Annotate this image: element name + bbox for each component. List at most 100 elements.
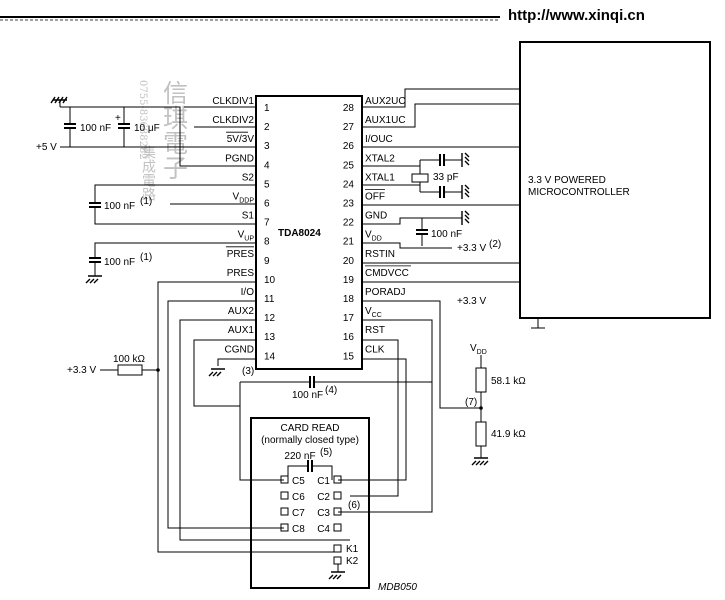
svg-text:(5): (5) <box>320 447 332 458</box>
pin-number-22: 22 <box>343 218 355 229</box>
pin-label-26: I/OUC <box>365 134 393 145</box>
pin-number-1: 1 <box>264 103 270 114</box>
pin-number-13: 13 <box>264 332 276 343</box>
card-reader: CARD READ (normally closed type) 220 nF … <box>250 417 417 593</box>
pin-label-16: RST <box>365 325 385 336</box>
contact-label-c1: C1 <box>317 476 330 487</box>
plus33-vdd-label: +3.3 V <box>457 243 487 254</box>
pin-label-12: AUX2 <box>228 306 255 317</box>
contact-pad-c6 <box>280 491 289 500</box>
figure-code: MDB050 <box>378 582 417 593</box>
pin-label-23: OFF <box>365 192 385 203</box>
micro-bus-wires <box>184 88 520 302</box>
contact-label-c5: C5 <box>292 476 305 487</box>
pin-number-28: 28 <box>343 103 355 114</box>
pin-label-3: 5V/3V <box>227 134 255 145</box>
contact-label-c7: C7 <box>292 508 305 519</box>
c-vdd-label: 100 nF <box>431 229 462 240</box>
pin-number-17: 17 <box>343 313 355 324</box>
pin-number-8: 8 <box>264 237 270 248</box>
svg-text:(6): (6) <box>348 500 360 511</box>
pin-label-7: S1 <box>242 211 255 222</box>
svg-text:+: + <box>115 113 121 124</box>
watermark-phone: 0755-83688282 <box>137 80 148 160</box>
pin-label-6: VDDP <box>233 192 255 205</box>
header-url: http://www.xinqi.cn <box>508 7 645 24</box>
pin-number-18: 18 <box>343 294 355 305</box>
contact-pad-c2 <box>333 491 342 500</box>
svg-text:(1): (1) <box>140 252 152 263</box>
svg-text:K2: K2 <box>346 556 359 567</box>
pin-label-2: CLKDIV2 <box>212 115 254 126</box>
pin-number-15: 15 <box>343 351 355 362</box>
pin-number-25: 25 <box>343 160 355 171</box>
poradj-divider: VDD 58.1 kΩ 41.9 kΩ (7) <box>362 300 526 466</box>
contact-pad-c8 <box>280 523 289 532</box>
contact-pad-c1 <box>333 475 342 484</box>
pin-label-24: XTAL1 <box>365 172 395 183</box>
contact-label-c4: C4 <box>317 524 330 535</box>
plus33-right-label: +3.3 V <box>457 296 487 307</box>
pin-number-7: 7 <box>264 218 270 229</box>
pin-number-3: 3 <box>264 141 270 152</box>
pin-label-15: CLK <box>365 344 385 355</box>
microcontroller-box <box>519 41 711 319</box>
pin-number-5: 5 <box>264 179 270 190</box>
pin-label-20: RSTIN <box>365 249 395 260</box>
pin-label-1: CLKDIV1 <box>212 96 254 107</box>
pin-number-21: 21 <box>343 237 355 248</box>
pin-number-27: 27 <box>343 122 355 133</box>
pin-label-25: XTAL2 <box>365 153 395 164</box>
header-bar: http://www.xinqi.cn <box>0 7 645 24</box>
pin-label-18: PORADJ <box>365 287 406 298</box>
pin-label-5: S2 <box>242 172 255 183</box>
pin-number-23: 23 <box>343 199 355 210</box>
card-wires: 100 nF (4) <box>167 300 433 541</box>
pin-number-12: 12 <box>264 313 276 324</box>
svg-text:(1): (1) <box>140 196 152 207</box>
r-100k-label: 100 kΩ <box>113 354 145 365</box>
contact-pad-c7 <box>280 507 289 516</box>
contact-pad-c5 <box>280 475 289 484</box>
svg-text:K1: K1 <box>346 544 359 555</box>
pin-number-26: 26 <box>343 141 355 152</box>
micro-ground <box>531 318 545 329</box>
pin-label-19: CMDVCC <box>365 268 409 279</box>
contact-label-c2: C2 <box>317 492 330 503</box>
pin-number-10: 10 <box>264 275 276 286</box>
plus33-left-label: +3.3 V <box>67 365 97 376</box>
card-cap-label: 220 nF <box>284 451 315 462</box>
pin-label-21: VDD <box>365 230 382 243</box>
vddp-cap: 100 nF (1) <box>89 184 256 225</box>
c-vcc-label: 100 nF <box>292 390 323 401</box>
pin-label-28: AUX2UC <box>365 96 406 107</box>
pin-number-16: 16 <box>343 332 355 343</box>
contact-pad-c3 <box>333 507 342 516</box>
pin-number-4: 4 <box>264 160 270 171</box>
pin-label-10: PRES <box>227 268 255 279</box>
card-reader-box <box>250 417 370 589</box>
svg-text:(2): (2) <box>489 239 501 250</box>
pin-number-24: 24 <box>343 179 355 190</box>
contact-label-c8: C8 <box>292 524 305 535</box>
cgnd-section: (3) <box>208 358 256 377</box>
svg-text:(3): (3) <box>242 366 254 377</box>
ic-name: TDA8024 <box>278 228 321 239</box>
pin-number-20: 20 <box>343 256 355 267</box>
pin-label-14: CGND <box>225 344 254 355</box>
watermark-sub: 集成電路 <box>140 144 156 201</box>
pin-label-22: GND <box>365 211 387 222</box>
c-supply-label: 100 nF <box>80 123 111 134</box>
vup-cap: 100 nF (1) <box>85 242 256 284</box>
c-vup-label: 100 nF <box>104 257 135 268</box>
pin-number-2: 2 <box>264 122 270 133</box>
pin-number-6: 6 <box>264 199 270 210</box>
ic-pins: 1CLKDIV12CLKDIV235V/3V4PGND5S26VDDP7S18V… <box>212 96 411 362</box>
c-33pf-label: 33 pF <box>433 172 459 183</box>
plus5-label: +5 V <box>36 142 57 153</box>
micro-line2: MICROCONTROLLER <box>528 187 630 198</box>
pres-pullup: +3.3 V 100 kΩ <box>67 281 338 553</box>
pin-label-17: VCC <box>365 306 382 319</box>
